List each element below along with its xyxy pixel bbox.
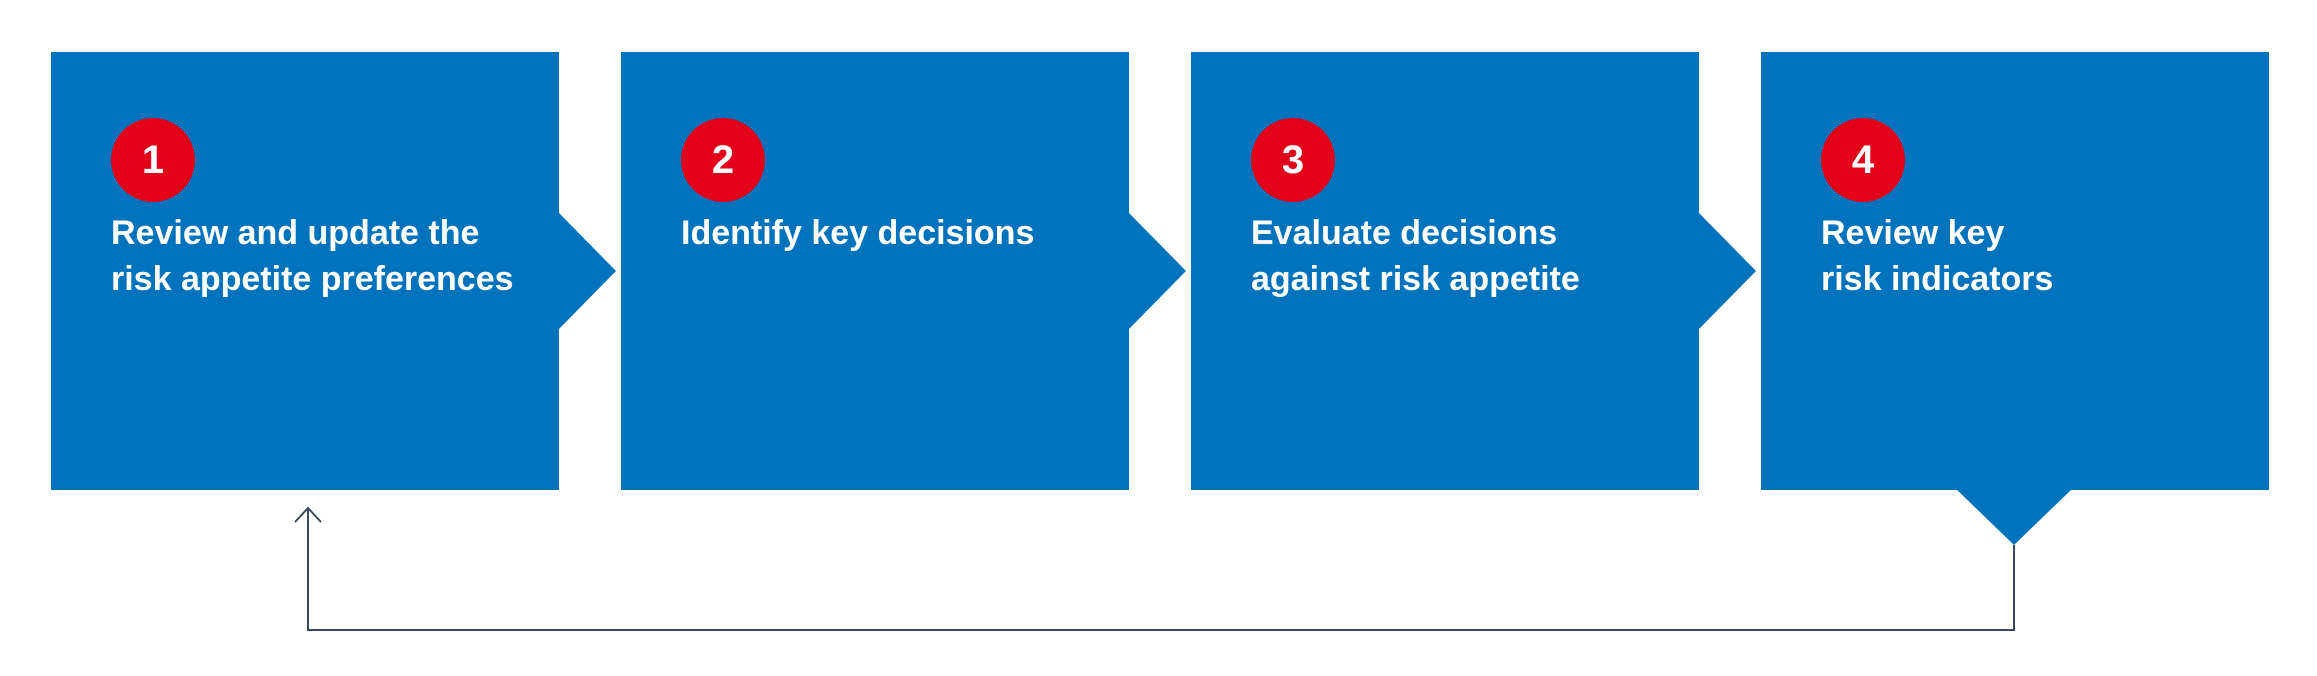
arrow-2-to-3 xyxy=(1129,213,1186,329)
step-3-box: 3 Evaluate decisions against risk appeti… xyxy=(1191,52,1699,490)
step-2-box: 2 Identify key decisions xyxy=(621,52,1129,490)
step-4-box: 4 Review key risk indicators xyxy=(1761,52,2269,490)
step-2-number-badge: 2 xyxy=(681,118,765,202)
step-3-number-badge: 3 xyxy=(1251,118,1335,202)
arrow-4-down xyxy=(1956,489,2072,545)
feedback-arrowhead-icon xyxy=(294,506,322,523)
step-1-number-badge: 1 xyxy=(111,118,195,202)
step-3-label: Evaluate decisions against risk appetite xyxy=(1251,214,1580,298)
step-4-label: Review key risk indicators xyxy=(1821,214,2054,298)
arrow-1-to-2 xyxy=(559,213,616,329)
arrow-3-to-4 xyxy=(1699,213,1756,329)
step-4-number-badge: 4 xyxy=(1821,118,1905,202)
step-1-label: Review and update the risk appetite pref… xyxy=(111,214,514,298)
step-1-box: 1 Review and update the risk appetite pr… xyxy=(51,52,559,490)
feedback-loop-line xyxy=(307,508,2015,631)
step-2-label: Identify key decisions xyxy=(681,214,1035,252)
